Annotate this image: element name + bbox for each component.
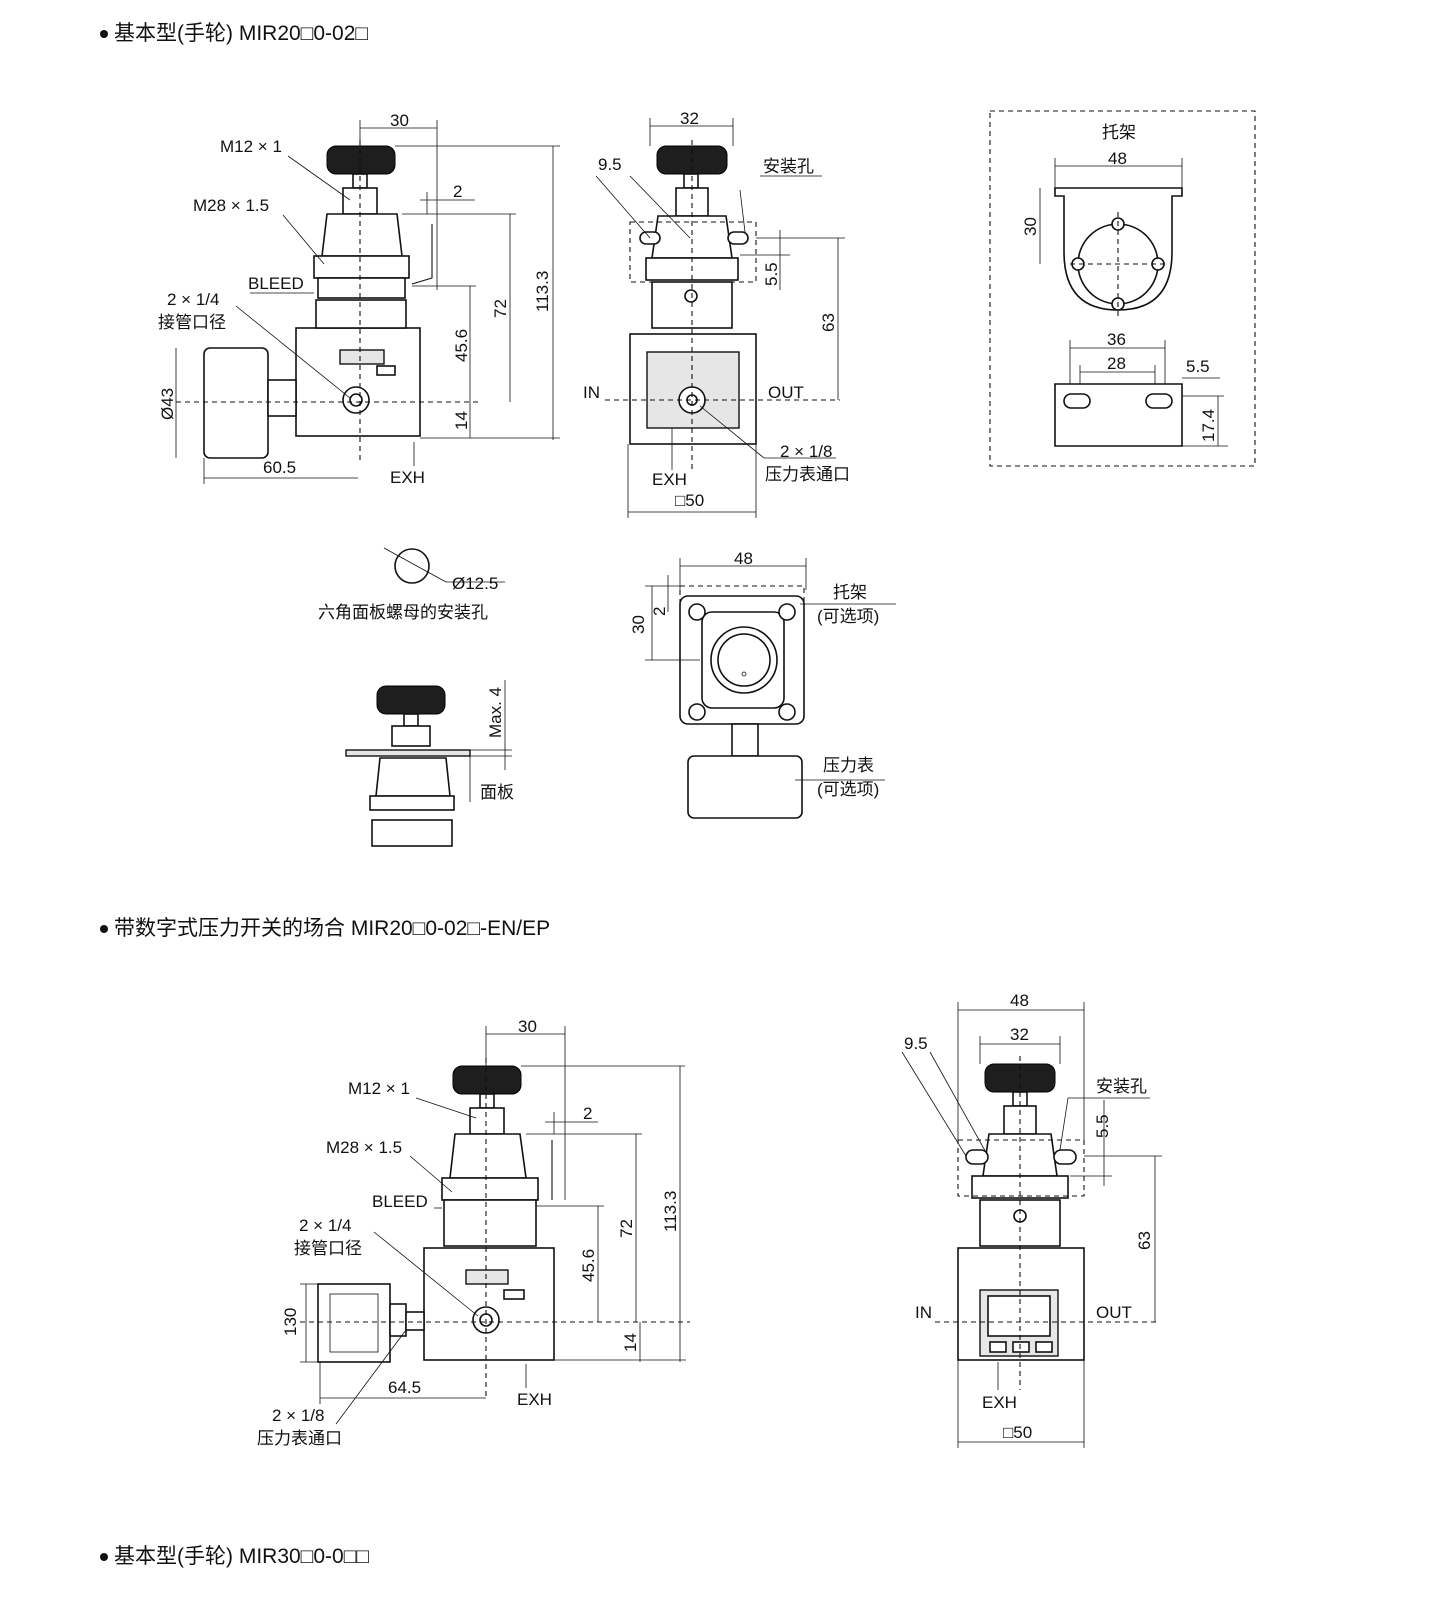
- view3-side-drawing: [300, 1026, 690, 1425]
- dim-28: 28: [1107, 354, 1126, 373]
- section-heading-basic-mir30: 基本型(手轮) MIR30□0-0□□: [100, 1540, 369, 1570]
- dim-5-5: 5.5: [1186, 357, 1210, 376]
- label-port-size: 2 × 1/4: [167, 290, 219, 309]
- label-port-size-cn: 接管口径: [158, 313, 226, 332]
- dim-square-50: □50: [675, 491, 704, 510]
- dim-2: 2: [453, 182, 462, 201]
- dim-gauge-diameter: Ø43: [158, 388, 177, 420]
- label-exh: EXH: [982, 1393, 1017, 1412]
- dim-63: 63: [819, 313, 838, 332]
- dim-30: 30: [1021, 217, 1040, 236]
- label-bleed: BLEED: [372, 1192, 428, 1211]
- dim-30: 30: [629, 615, 648, 634]
- label-exh: EXH: [652, 470, 687, 489]
- dim-12-5: Ø12.5: [452, 574, 498, 593]
- dim-48: 48: [1010, 991, 1029, 1010]
- bullet-icon: [100, 30, 108, 39]
- dim-63: 63: [1135, 1231, 1154, 1250]
- bracket-detail-drawing: [989, 110, 1256, 467]
- view4-front-drawing: [901, 1002, 1162, 1448]
- label-exh: EXH: [517, 1390, 552, 1409]
- label-bracket: 托架: [833, 583, 867, 602]
- dim-45-6: 45.6: [579, 1249, 598, 1282]
- bullet-icon: [100, 925, 108, 934]
- dim-45-6: 45.6: [452, 329, 471, 362]
- dim-113-3: 113.3: [533, 271, 552, 312]
- knob-icon: [376, 685, 446, 715]
- label-mount-hole: 安装孔: [1096, 1077, 1147, 1096]
- dim-48: 48: [1108, 149, 1127, 168]
- label-mount-hole: 安装孔: [763, 157, 814, 176]
- dim-30: 30: [390, 111, 409, 130]
- label-gauge-port: 2 × 1/8: [780, 442, 832, 461]
- section-heading-basic-mir20: 基本型(手轮) MIR20□0-02□: [100, 17, 368, 47]
- dim-square-50: □50: [1003, 1423, 1032, 1442]
- dim-max-4: Max. 4: [486, 687, 505, 738]
- panel-hole-caption: 六角面板螺母的安装孔: [318, 603, 488, 622]
- label-out: OUT: [768, 383, 804, 402]
- label-m12-thread: M12 × 1: [220, 137, 282, 156]
- dim-17-4: 17.4: [1199, 409, 1218, 442]
- label-exh: EXH: [390, 468, 425, 487]
- label-in: IN: [583, 383, 600, 402]
- dim-64-5: 64.5: [388, 1378, 421, 1397]
- label-gauge-port: 2 × 1/8: [272, 1406, 324, 1425]
- label-m28-thread: M28 × 1.5: [326, 1138, 402, 1157]
- label-m28-thread: M28 × 1.5: [193, 196, 269, 215]
- dim-113-3: 113.3: [661, 1191, 680, 1232]
- label-bracket-optional: (可选项): [817, 607, 879, 626]
- view2-front-drawing: [595, 118, 845, 518]
- dim-14: 14: [452, 411, 471, 430]
- label-port-size: 2 × 1/4: [299, 1216, 351, 1235]
- knob-icon: [452, 1065, 522, 1095]
- section-heading-digital-switch: 带数字式压力开关的场合 MIR20□0-02□-EN/EP: [100, 912, 550, 942]
- label-in: IN: [915, 1303, 932, 1322]
- bullet-icon: [100, 1553, 108, 1562]
- label-gauge-optional: (可选项): [817, 780, 879, 799]
- dim-2: 2: [650, 607, 669, 616]
- dim-30: 30: [518, 1017, 537, 1036]
- dim-32: 32: [680, 109, 699, 128]
- label-gauge-port-cn: 压力表通口: [765, 465, 850, 484]
- dim-48: 48: [734, 549, 753, 568]
- bracket-title: 托架: [1102, 123, 1136, 142]
- label-bleed: BLEED: [248, 274, 304, 293]
- label-panel: 面板: [480, 783, 514, 802]
- dim-130: 130: [281, 1308, 300, 1336]
- dim-9-5: 9.5: [904, 1034, 928, 1053]
- dim-60-5: 60.5: [263, 458, 296, 477]
- panel-hole-drawing: [383, 547, 505, 584]
- label-out: OUT: [1096, 1303, 1132, 1322]
- dim-32: 32: [1010, 1025, 1029, 1044]
- label-gauge: 压力表: [823, 756, 874, 775]
- label-m12-thread: M12 × 1: [348, 1079, 410, 1098]
- view1-side-drawing: [175, 120, 560, 484]
- dim-2: 2: [583, 1104, 592, 1123]
- dim-14: 14: [621, 1333, 640, 1352]
- dim-9-5: 9.5: [598, 155, 622, 174]
- dim-72: 72: [491, 299, 510, 318]
- panel-mount-drawing: [345, 680, 512, 847]
- dim-72: 72: [617, 1219, 636, 1238]
- dim-5-5: 5.5: [1093, 1114, 1112, 1138]
- label-port-size-cn: 接管口径: [294, 1239, 362, 1258]
- knob-icon: [326, 145, 396, 175]
- top-view-drawing: [645, 558, 896, 819]
- label-gauge-port-cn: 压力表通口: [257, 1429, 342, 1448]
- dim-36: 36: [1107, 330, 1126, 349]
- dim-5-5: 5.5: [762, 262, 781, 286]
